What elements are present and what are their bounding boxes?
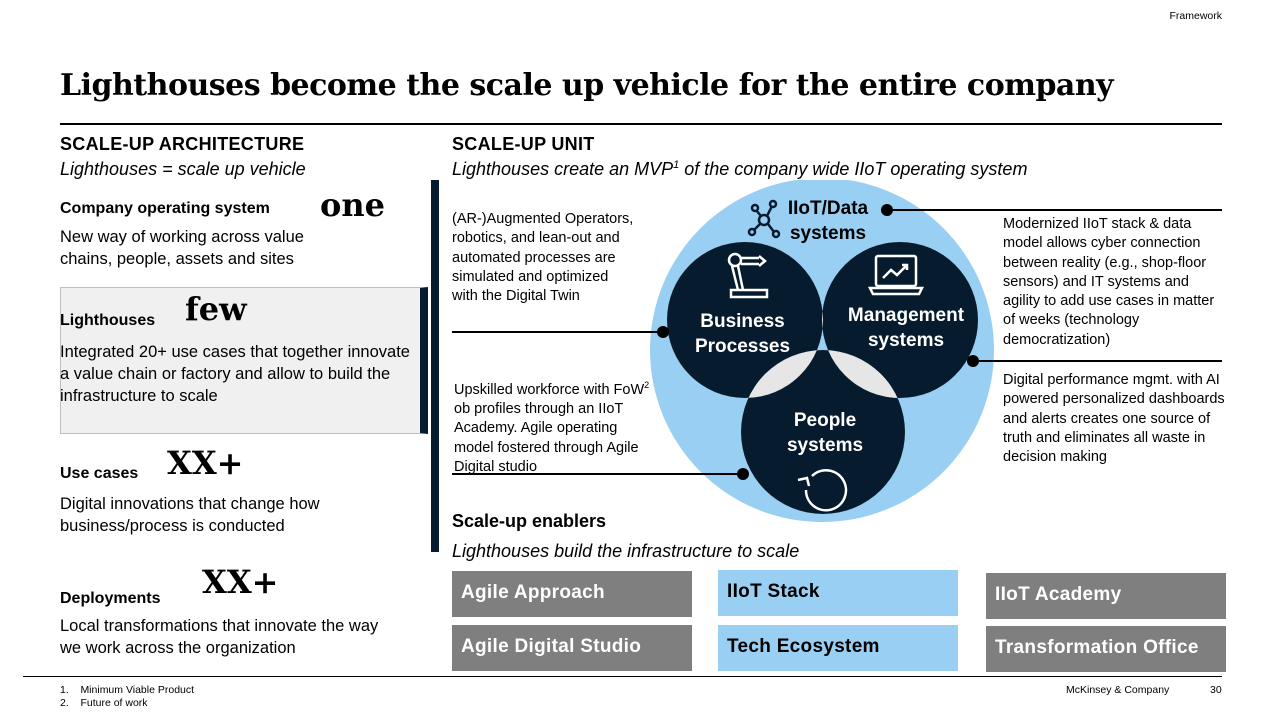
footnote: 1. Minimum Viable Product: [60, 684, 194, 696]
column-divider: [431, 180, 439, 552]
connector-line: [452, 331, 662, 333]
item-desc: Digital innovations that change how busi…: [60, 495, 320, 535]
laptop-chart-icon: [867, 254, 925, 296]
enablers-heading: Scale-up enablers: [452, 511, 607, 531]
item-qty: XX+: [167, 444, 244, 482]
perf-note: Digital performance mgmt. with AI powere…: [1003, 372, 1225, 466]
subheading-text: Lighthouses create an MVP: [452, 159, 674, 179]
connector-dot: [881, 204, 893, 216]
item-label: Company operating system: [60, 200, 270, 217]
lighthouses-highlight: [60, 287, 428, 434]
business-label: Business Processes: [694, 311, 791, 357]
connector-line: [972, 360, 1222, 362]
connector-dot: [657, 326, 669, 338]
footnote: 2. Future of work: [60, 697, 148, 709]
connector-dot: [967, 355, 979, 367]
upskill-note: Upskilled workforce with FoW2 ob profile…: [454, 376, 654, 477]
footnote-ref: 1: [673, 159, 680, 171]
enabler-iiot-stack: IIoT Stack: [718, 570, 958, 616]
enabler-iiot-academy: IIoT Academy: [986, 573, 1226, 619]
section-tag: Framework: [1169, 10, 1222, 22]
item-label: Lighthouses: [60, 312, 156, 329]
footnote-number: 2.: [60, 697, 69, 709]
item-qty: one: [320, 186, 385, 224]
page-number: 30: [1210, 684, 1222, 696]
unit-subheading: Lighthouses create an MVP1 of the compan…: [452, 159, 1027, 180]
note-text: Upskilled workforce with FoW: [454, 381, 645, 398]
iiot-label: IIoT/Data systems: [787, 198, 869, 244]
title-divider: [60, 123, 1222, 125]
footnote-text: Minimum Viable Product: [80, 684, 195, 696]
item-desc: Local transformations that innovate the …: [60, 617, 379, 657]
connector-dot: [737, 468, 749, 480]
refresh-icon: [797, 469, 848, 512]
management-label: Management systems: [847, 305, 965, 351]
brand-name: McKinsey & Company: [1066, 684, 1170, 696]
robot-arm-icon: [727, 252, 769, 299]
item-qty: XX+: [202, 563, 279, 601]
iiot-note: Modernized IIoT stack & data model allow…: [1003, 216, 1215, 348]
ar-note: (AR-)Augmented Operators, robotics, and …: [452, 211, 634, 305]
footnote-text: Future of work: [80, 697, 148, 709]
enabler-agile-approach: Agile Approach: [452, 571, 692, 617]
footnote-number: 1.: [60, 684, 69, 696]
footer-divider: [23, 676, 1222, 677]
page-title: Lighthouses become the scale up vehicle …: [60, 68, 1114, 103]
left-subheading: Lighthouses = scale up vehicle: [60, 159, 306, 179]
footnote-ref: 2: [644, 380, 650, 390]
item-label: Deployments: [60, 590, 161, 607]
business-circle: [667, 242, 823, 398]
enabler-agile-digital-studio: Agile Digital Studio: [452, 625, 692, 671]
people-circle: [741, 350, 905, 514]
enabler-tech-ecosystem: Tech Ecosystem: [718, 625, 958, 671]
unit-heading: SCALE-UP UNIT: [452, 134, 595, 154]
subheading-text: of the company wide IIoT operating syste…: [679, 159, 1028, 179]
left-heading: SCALE-UP ARCHITECTURE: [60, 134, 305, 154]
note-text: ob profiles through an IIoT Academy. Agi…: [454, 401, 639, 476]
enabler-transformation-office: Transformation Office: [986, 626, 1226, 672]
venn-diagram: [650, 180, 994, 522]
people-label: People systems: [786, 410, 864, 456]
connector-line: [886, 209, 1222, 211]
item-qty: few: [185, 290, 247, 328]
connector-line: [452, 473, 742, 475]
enablers-subheading: Lighthouses build the infrastructure to …: [452, 541, 800, 561]
item-label: Use cases: [60, 465, 139, 482]
item-desc: Integrated 20+ use cases that together i…: [60, 343, 410, 405]
network-icon: [747, 199, 781, 239]
management-circle: [822, 242, 978, 398]
item-desc: New way of working across value chains, …: [60, 228, 304, 268]
